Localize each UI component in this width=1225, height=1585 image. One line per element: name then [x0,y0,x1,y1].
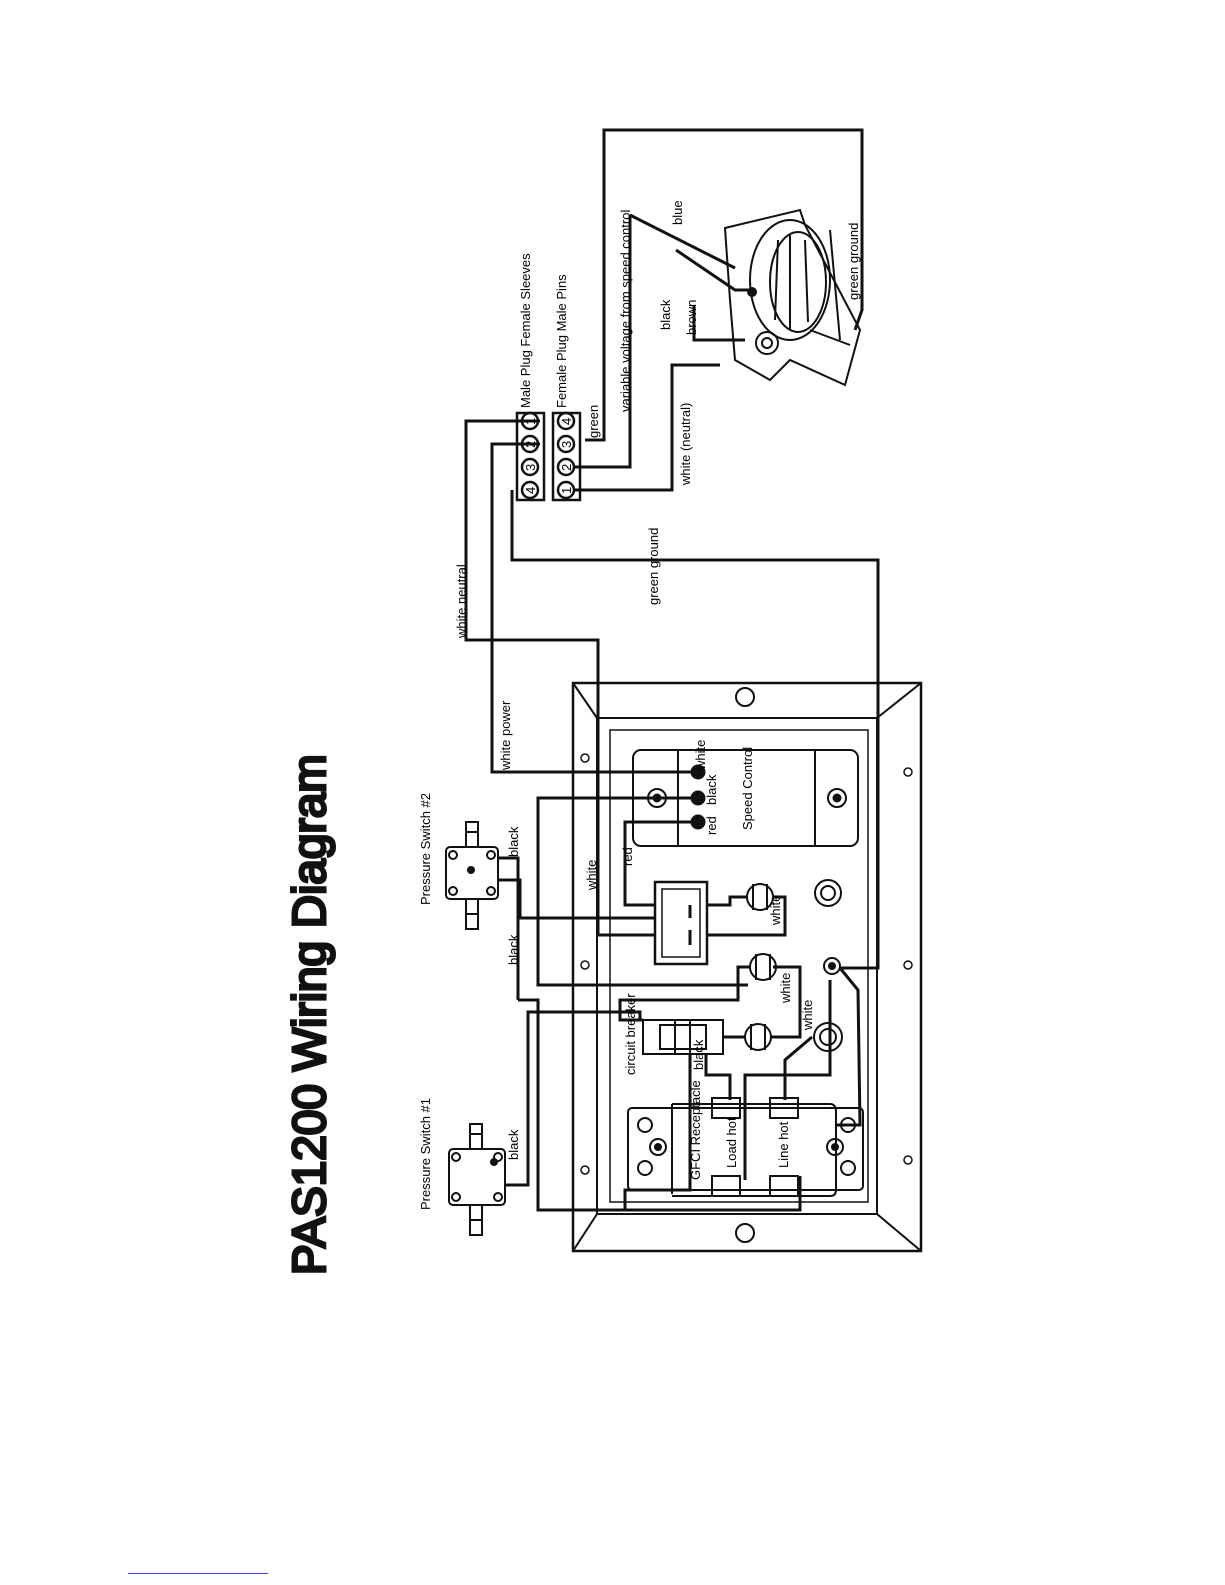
label-blue: blue [670,200,685,225]
label-white-neutral: white neutral [454,564,469,639]
pressure-switch-2 [445,821,499,930]
label-pressure-switch-2: Pressure Switch #2 [418,793,433,905]
label-pressure-switch-1: Pressure Switch #1 [418,1098,433,1210]
footer-rule [128,1573,268,1574]
terminal-red [690,814,706,830]
wire-connector [749,953,777,981]
terminal-black [690,790,706,806]
wires [464,128,880,1212]
label-brown: brown [684,300,699,335]
pin-label: 1 [559,487,574,494]
label-speed-black: black [704,774,719,805]
label-white-1: white [584,860,599,891]
label-black-motor: black [658,299,673,330]
label-gfci: GFCI Receptacle [688,1080,703,1180]
pin-label: 3 [559,441,574,448]
label-black-ps1: black [506,1129,521,1160]
labels: Pressure Switch #1 Pressure Switch #2 bl… [418,200,861,1210]
label-black-breaker: black [691,1039,706,1070]
label-speed-red: red [704,816,719,835]
label-green-ground-1: green ground [646,528,661,605]
label-speed-white: white [693,740,708,771]
pin-label: 3 [523,464,538,471]
label-line-hot: Line hot [776,1121,791,1168]
label-circuit-breaker: circuit breaker [623,993,638,1075]
label-white-4: white [800,1000,815,1031]
pin-label: 4 [523,487,538,494]
label-speed-control: Speed Control [740,747,755,830]
panel-plate [571,681,923,1253]
label-white-3: white [778,973,793,1004]
grommet [813,879,843,1052]
label-red-1: red [620,847,635,866]
label-black-ps2-b: black [506,934,521,965]
circuit-breaker [642,1019,724,1055]
pressure-switch-1 [448,1123,506,1236]
label-green: green [586,405,601,438]
label-white-neutral-paren: white (neutral) [678,403,693,486]
label-black-ps2-a: black [506,826,521,857]
mount-hole [735,687,755,707]
pin-label: 1 [523,418,538,425]
pin-label: 4 [559,418,574,425]
label-male-plug: Male Plug Female Sleeves [518,253,533,408]
pin-label: 2 [559,464,574,471]
label-load-hot: Load hot [724,1117,739,1168]
mount-hole [735,1223,755,1243]
label-female-plug: Female Plug Male Pins [554,274,569,408]
blower-fan [723,208,862,387]
rocker-switch [653,880,709,966]
gfci-receptacle [627,1097,864,1197]
label-variable-voltage: variable voltage from speed control [618,210,633,412]
pin-label: 2 [523,441,538,448]
label-white-2: white [768,895,783,926]
wire-connector [744,1023,772,1051]
diagram-title: PAS1200 Wiring Diagram [283,754,335,1275]
label-white-power: white power [498,700,513,771]
label-green-ground-2: green ground [846,223,861,300]
